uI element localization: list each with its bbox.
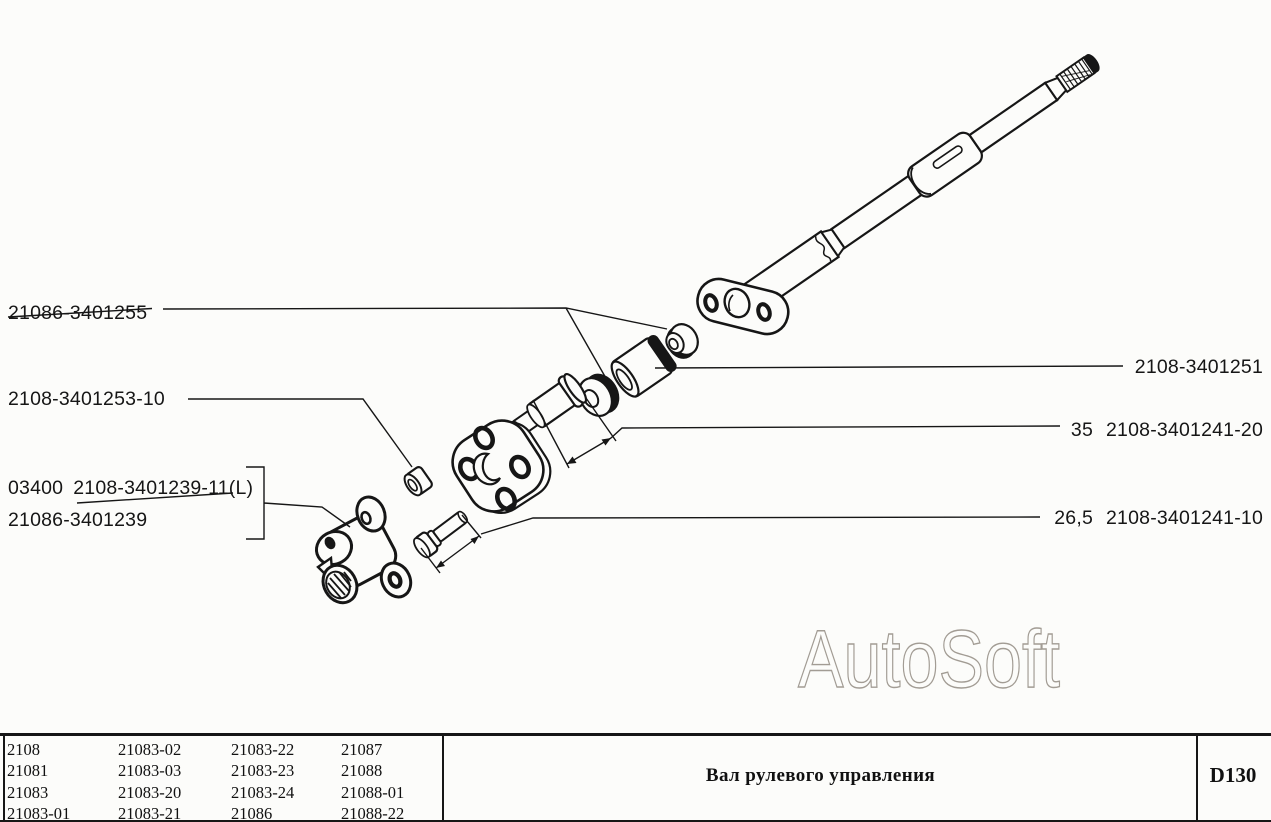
table-border-top — [0, 733, 1271, 736]
model-cell: 21083-23 — [231, 761, 295, 781]
models-column-2: 21083-02 21083-03 21083-20 21083-21 — [118, 739, 181, 822]
table-divider-models — [442, 733, 444, 822]
drawing-code: D130 — [1209, 763, 1257, 787]
model-cell: 21088-01 — [341, 782, 405, 802]
table-border-bottom — [0, 819, 1271, 822]
model-cell: 21083-01 — [7, 803, 71, 822]
callout-21086-3401255: 21086-3401255 — [8, 302, 148, 324]
model-cell: 21087 — [341, 740, 383, 759]
model-cell: 21083-20 — [118, 782, 182, 802]
model-cell: 21088-22 — [341, 803, 405, 822]
steering-yoke — [314, 495, 413, 605]
callout-2108-3401241-10: 26,5 2108-3401241-10 — [1054, 507, 1263, 529]
table-divider-code — [1196, 733, 1198, 822]
leader-lines — [7, 307, 1124, 574]
coupling-bolt-long — [510, 372, 588, 437]
callout-2108-3401241-20: 35 2108-3401241-20 — [1071, 419, 1263, 441]
models-column-3: 21083-22 21083-23 21083-24 21086 — [231, 739, 294, 822]
model-cell: 21086 — [231, 803, 273, 822]
model-cell: 2108 — [7, 740, 40, 759]
model-cell: 21083-03 — [118, 761, 182, 781]
footer-table: 2108 21081 21083 21083-01 21083-02 21083… — [0, 733, 1271, 822]
callout-2108-3401253-10: 2108-3401253-10 — [8, 388, 165, 410]
callout-2108-3401251: 2108-3401251 — [1134, 356, 1263, 378]
clamp-nut — [403, 466, 433, 497]
model-cell: 21081 — [7, 761, 49, 781]
callout-2108-3401239-11: 03400 2108-3401239-11(L) — [8, 477, 253, 499]
drawing-title: Вал рулевого управления — [705, 765, 936, 786]
part-number: 2108-3401241-20 — [1106, 419, 1263, 441]
shaft-mounting-flange — [696, 277, 790, 336]
autosoft-watermark: AutoSoft — [798, 614, 1060, 705]
bearing-washer — [665, 323, 699, 359]
models-column-1: 2108 21081 21083 21083-01 — [7, 739, 70, 822]
steering-shaft — [736, 54, 1100, 315]
callout-code-prefix: 03400 — [8, 477, 64, 499]
lock-washer — [578, 373, 620, 417]
table-border-left — [3, 733, 5, 822]
callout-superseded-number: 2108-3401239-11(L) — [73, 477, 254, 499]
model-cell: 21083-02 — [118, 740, 182, 759]
model-cell: 21083 — [7, 782, 49, 802]
model-cell: 21083-24 — [231, 782, 295, 802]
coupling-flange — [451, 419, 552, 514]
callout-21086-3401239: 21086-3401239 — [8, 509, 148, 531]
dimension-value: 35 — [1070, 419, 1094, 441]
dimension-arrowheads — [436, 438, 611, 568]
model-cell: 21083-22 — [231, 740, 295, 759]
part-number: 2108-3401241-10 — [1106, 507, 1263, 529]
model-cell: 21088 — [341, 761, 383, 781]
coupling-bolt-short — [413, 510, 469, 559]
models-column-4: 21087 21088 21088-01 21088-22 — [341, 739, 404, 822]
rubber-bushing — [610, 334, 677, 398]
model-cell: 21083-21 — [118, 803, 182, 822]
dimension-value: 26,5 — [1054, 507, 1094, 529]
